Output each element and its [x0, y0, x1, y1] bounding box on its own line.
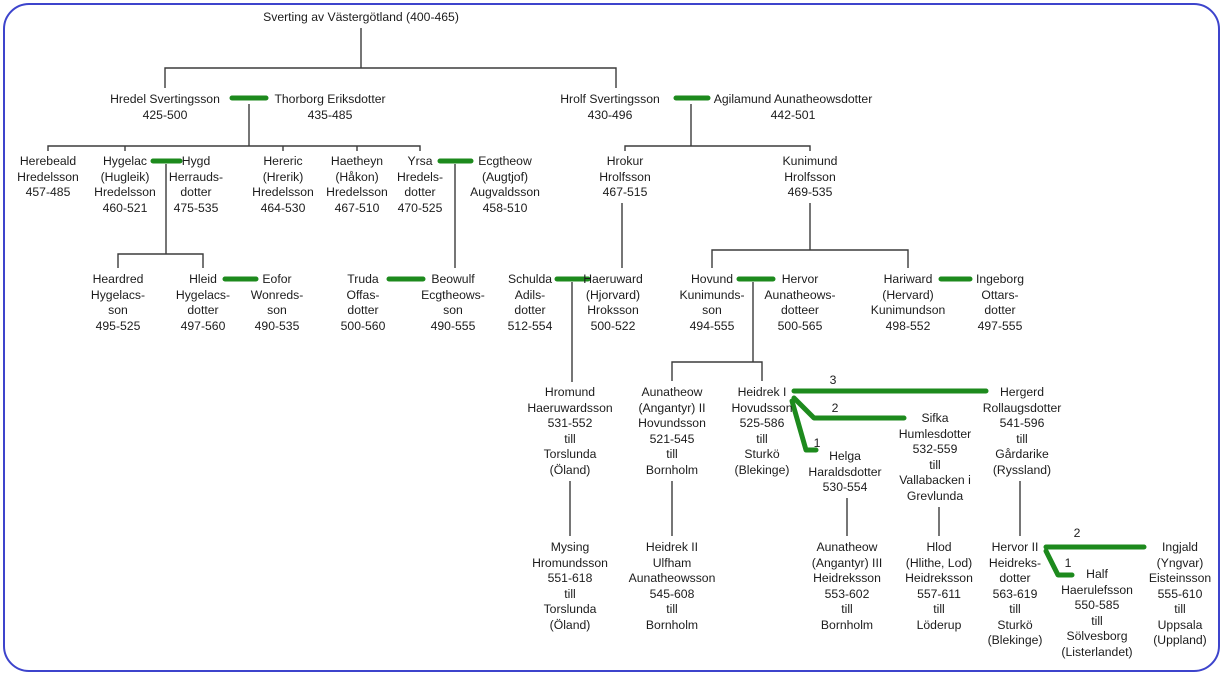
- person-hromund: Hromund Haeruwardsson 531-552 till Torsl…: [527, 385, 613, 477]
- connector-sverting-children: [164, 28, 617, 88]
- person-hleid: Hleid Hygelacs- dotter 497-560: [175, 272, 231, 333]
- connector-hredel-children: [47, 104, 421, 151]
- person-truda: Truda Offas- dotter 500-560: [340, 272, 386, 333]
- person-hergerd: Hergerd Rollaugsdotter 541-596 till Gård…: [982, 385, 1062, 477]
- marriage-order-label-hervor2-2: 2: [1073, 526, 1081, 540]
- connector-kunimund-children: [711, 203, 909, 268]
- person-ecgtheow: Ecgtheow (Augtjof) Augvaldsson 458-510: [470, 154, 540, 215]
- person-haeruward: Haeruward (Hjorvard) Hroksson 500-522: [583, 272, 643, 333]
- person-hovund: Hovund Kunimunds- son 494-555: [679, 272, 745, 333]
- person-ingjald: Ingjald (Yngvar) Eisteinsson 555-610 til…: [1148, 540, 1212, 647]
- person-yrsa: Yrsa Hredels- dotter 470-525: [396, 154, 444, 215]
- person-aunatheow2: Aunatheow (Angantyr) II Hovundsson 521-5…: [638, 385, 706, 477]
- connector-hovund-children: [671, 282, 763, 381]
- person-hrolf: Hrolf Svertingsson 430-496: [560, 92, 660, 122]
- person-hygelac: Hygelac (Hugleik) Hredelsson 460-521: [94, 154, 156, 215]
- person-hariward: Hariward (Hervard) Kunimundson 498-552: [870, 272, 946, 333]
- person-thorborg: Thorborg Eriksdotter 435-485: [274, 92, 386, 122]
- person-mysing: Mysing Hromundsson 551-618 till Torslund…: [532, 540, 608, 632]
- person-schulda: Schulda Adils- dotter 512-554: [507, 272, 553, 333]
- person-hredel: Hredel Svertingsson 425-500: [110, 92, 220, 122]
- parent-child-connectors: [47, 28, 1021, 536]
- person-sverting: Sverting av Västergötland (400-465): [263, 10, 459, 24]
- person-half: Half Haerulefsson 550-585 till Sölvesbor…: [1061, 567, 1133, 659]
- person-eofor: Eofor Wonreds- son 490-535: [250, 272, 304, 333]
- person-heidrek1: Heidrek I Hovudsson 525-586 till Sturkö …: [731, 385, 793, 477]
- marriage-heidrek1-helga-1: [789, 398, 819, 453]
- person-hervor: Hervor Aunatheows- dotteer 500-565: [764, 272, 836, 333]
- person-herebeald: Herebeald Hredelsson 457-485: [17, 154, 79, 199]
- person-haetheyn: Haetheyn (Håkon) Hredelsson 467-510: [326, 154, 388, 215]
- person-hlod: Hlod (Hlithe, Lod) Heidreksson 557-611 t…: [905, 540, 973, 632]
- person-aunatheow3: Aunatheow (Angantyr) III Heidreksson 553…: [811, 540, 883, 632]
- person-hygd: Hygd Herrauds- dotter 475-535: [168, 154, 224, 215]
- marriage-order-label-heidrek1-3: 3: [829, 373, 837, 387]
- person-heardred: Heardred Hygelacs- son 495-525: [90, 272, 146, 333]
- marriage-hervor2-half-1: [1043, 548, 1075, 578]
- person-hereric: Hereric (Hrerik) Hredelsson 464-530: [252, 154, 314, 215]
- person-helga: Helga Haraldsdotter 530-554: [808, 449, 882, 494]
- marriage-bars: [150, 95, 1147, 578]
- person-beowulf: Beowulf Ecgtheows- son 490-555: [421, 272, 485, 333]
- person-hervor2: Hervor II Heidreks- dotter 563-619 till …: [987, 540, 1043, 647]
- marriage-order-label-hervor2-1: 1: [1064, 556, 1072, 570]
- person-heidrek2: Heidrek II Ulfham Aunatheowsson 545-608 …: [628, 540, 716, 632]
- marriage-order-label-heidrek1-1: 1: [813, 436, 821, 450]
- connector-hygelac-children: [117, 164, 204, 268]
- connector-hrolf-children: [624, 104, 811, 151]
- person-hrokur: Hrokur Hrolfsson 467-515: [599, 154, 651, 199]
- marriage-heidrek1-sifka-2: [791, 395, 907, 421]
- person-agilamund: Agilamund Aunatheowsdotter 442-501: [713, 92, 873, 122]
- person-sifka: Sifka Humlesdotter 532-559 till Vallabac…: [898, 411, 972, 503]
- marriage-order-label-heidrek1-2: 2: [831, 401, 839, 415]
- person-ingeborg: Ingeborg Ottars- dotter 497-555: [975, 272, 1025, 333]
- person-kunimund: Kunimund Hrolfsson 469-535: [782, 154, 838, 199]
